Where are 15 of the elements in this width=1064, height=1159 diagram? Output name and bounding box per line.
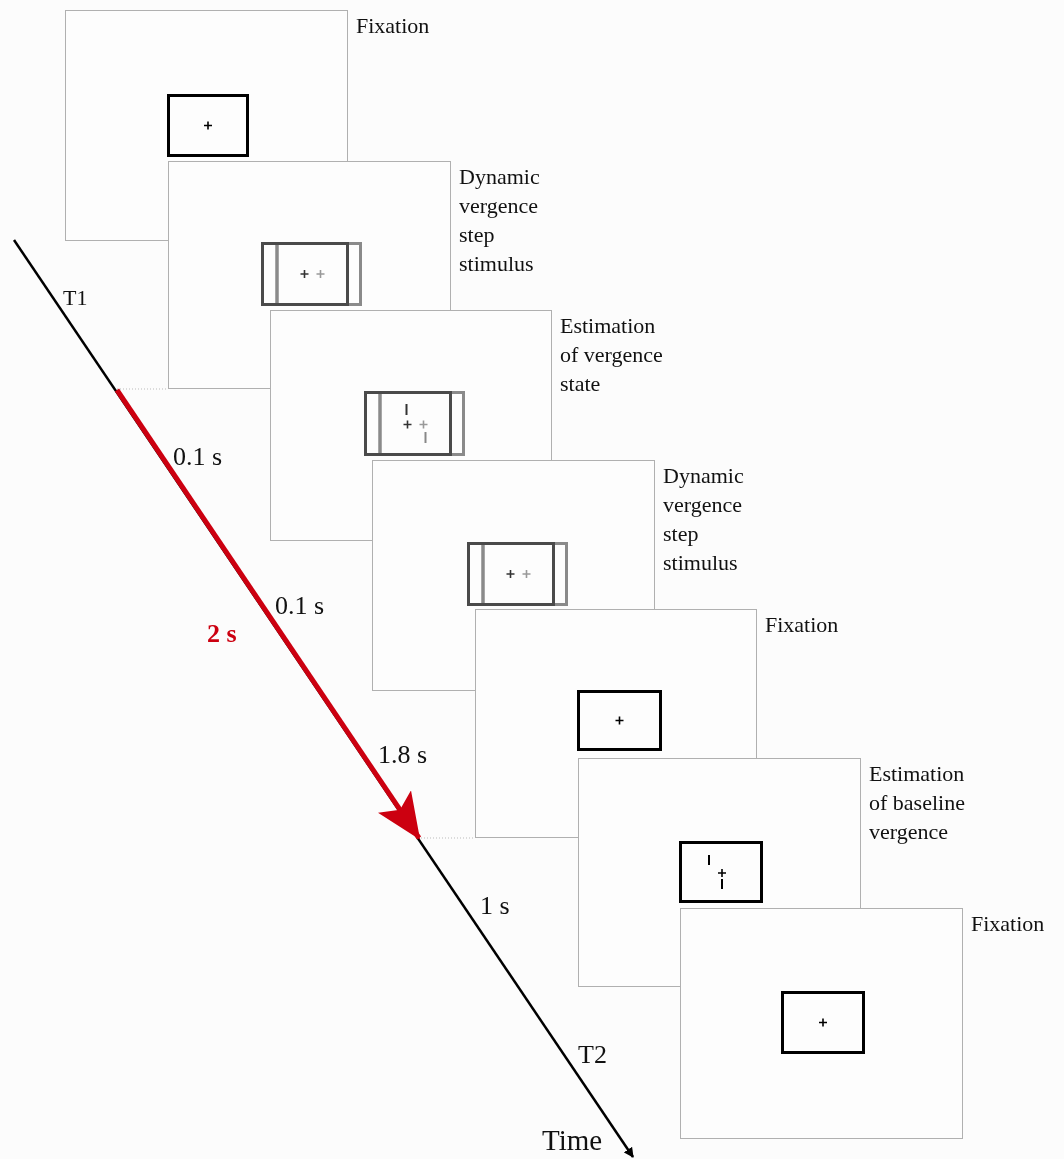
axis-label: Time <box>542 1126 603 1155</box>
axis-label: 1 s <box>480 893 510 919</box>
panel-heading: Estimation of baseline vergence <box>869 760 966 846</box>
panel-heading: Dynamic vergence step stimulus <box>459 163 541 278</box>
panel-heading: Dynamic vergence step stimulus <box>663 462 745 577</box>
axis-label: 0.1 s <box>173 444 223 470</box>
axis-label: T2 <box>578 1042 607 1068</box>
axis-label: T1 <box>63 287 88 309</box>
panel-heading: Fixation <box>765 611 840 639</box>
axis-label: 1.8 s <box>378 742 428 768</box>
total-duration-label: 2 s <box>207 621 237 647</box>
axis-label: 0.1 s <box>275 593 325 619</box>
panel-heading: Estimation of vergence state <box>560 312 664 398</box>
panel-heading: Fixation <box>356 12 431 40</box>
panel-heading: Fixation <box>971 910 1046 938</box>
